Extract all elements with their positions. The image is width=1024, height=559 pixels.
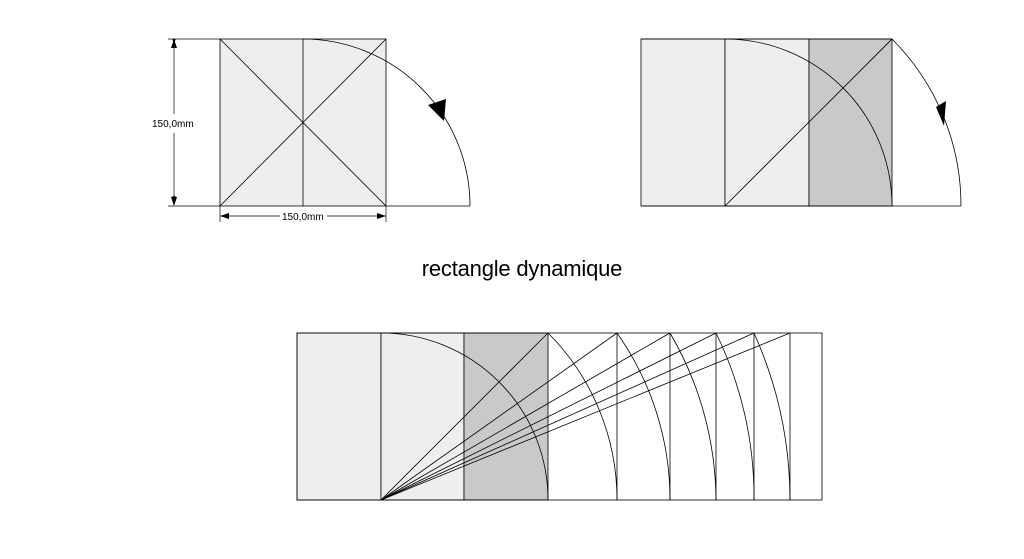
root2-left-panel [640,38,726,207]
arrow-head-icon [936,101,946,126]
seq-left-panel [296,332,382,501]
seq-middle-panel [380,332,465,501]
square-diagonal-2 [219,38,387,207]
root2-arc-large [891,38,962,207]
figure-square [219,38,471,207]
seq-outer-frame [296,332,823,501]
root2-diagonal [724,38,893,207]
figure-root2 [640,38,962,207]
root2-arc-small [724,38,893,207]
root2-middle-panel [724,38,810,207]
width-label: 150,0mm [282,212,324,223]
seq-dark-panel [463,332,549,501]
arrow-head-icon [428,99,446,121]
width-dimension [219,206,387,222]
figure-sequence [296,332,823,501]
diagram-title: rectangle dynamique [421,256,623,281]
root2-dark-panel [808,38,893,207]
height-label: 150,0mm [152,119,194,130]
height-dimension [168,38,220,207]
square-rotation-arc [302,38,471,207]
